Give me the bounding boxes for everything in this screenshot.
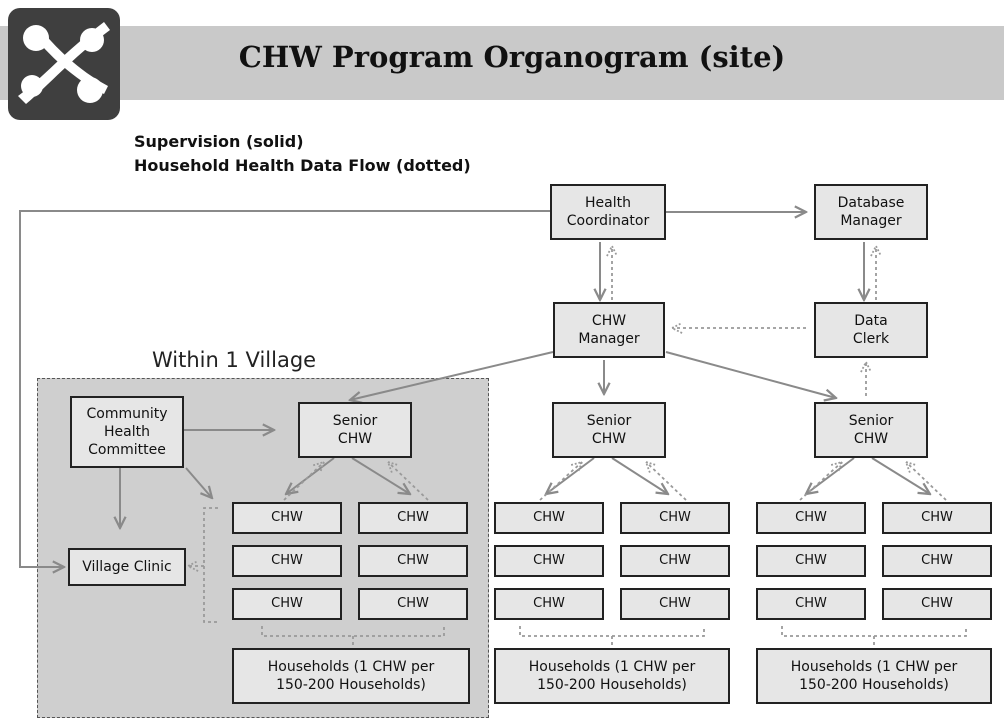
node-chw: CHW xyxy=(494,545,604,577)
arrow-hc-to-village-clinic xyxy=(19,210,550,567)
household-bracket-2 xyxy=(519,626,705,637)
data-chw-to-senior1-right xyxy=(388,462,429,501)
legend-data-flow: Household Health Data Flow (dotted) xyxy=(134,156,471,175)
village-label: Within 1 Village xyxy=(152,348,317,372)
arrow-senior1-to-chw-left xyxy=(286,457,335,494)
data-chw-to-senior3-right xyxy=(906,462,947,501)
node-chw: CHW xyxy=(358,502,468,534)
node-chw: CHW xyxy=(620,588,730,620)
data-chw-to-senior2-left xyxy=(539,462,582,501)
node-database-manager: Database Manager xyxy=(814,184,928,240)
node-chw: CHW xyxy=(882,502,992,534)
node-community-health-committee: Community Health Committee xyxy=(70,396,184,468)
node-chw: CHW xyxy=(232,545,342,577)
node-chw: CHW xyxy=(494,502,604,534)
node-households-2: Households (1 CHW per 150-200 Households… xyxy=(494,648,730,704)
arrow-committee-to-chws xyxy=(185,467,212,498)
page-title: CHW Program Organogram (site) xyxy=(238,40,786,74)
node-households-1: Households (1 CHW per 150-200 Households… xyxy=(232,648,470,704)
node-village-clinic: Village Clinic xyxy=(68,548,186,586)
node-senior-chw-3: Senior CHW xyxy=(814,402,928,458)
node-chw: CHW xyxy=(358,588,468,620)
logo-icon xyxy=(8,8,120,120)
node-chw: CHW xyxy=(358,545,468,577)
arrow-senior1-to-chw-right xyxy=(351,457,410,494)
node-chw: CHW xyxy=(756,588,866,620)
node-chw: CHW xyxy=(756,545,866,577)
node-senior-chw-2: Senior CHW xyxy=(552,402,666,458)
data-chw-to-senior2-right xyxy=(646,462,687,501)
header-band xyxy=(0,26,1004,100)
node-senior-chw-1: Senior CHW xyxy=(298,402,412,458)
node-data-clerk: Data Clerk xyxy=(814,302,928,358)
arrow-senior3-to-chw-right xyxy=(871,457,930,494)
node-chw: CHW xyxy=(882,545,992,577)
arrow-chwm-to-senior-3 xyxy=(665,351,836,398)
legend-supervision: Supervision (solid) xyxy=(134,132,304,151)
arrow-senior2-to-chw-left xyxy=(546,457,595,494)
arrow-senior3-to-chw-left xyxy=(806,457,855,494)
household-bracket-1 xyxy=(261,626,445,637)
node-chw: CHW xyxy=(882,588,992,620)
arrow-senior2-to-chw-right xyxy=(611,457,668,494)
node-chw: CHW xyxy=(232,588,342,620)
node-households-3: Households (1 CHW per 150-200 Households… xyxy=(756,648,992,704)
node-chw: CHW xyxy=(620,545,730,577)
node-health-coordinator: Health Coordinator xyxy=(550,184,666,240)
data-chw-bracket-village xyxy=(203,507,218,623)
data-chw-to-senior3-left xyxy=(799,462,842,501)
node-chw: CHW xyxy=(494,588,604,620)
node-chw: CHW xyxy=(756,502,866,534)
arrow-chwm-to-senior-1 xyxy=(350,351,554,400)
node-chw: CHW xyxy=(232,502,342,534)
household-bracket-3 xyxy=(781,626,967,637)
node-chw: CHW xyxy=(620,502,730,534)
node-chw-manager: CHW Manager xyxy=(553,302,665,358)
